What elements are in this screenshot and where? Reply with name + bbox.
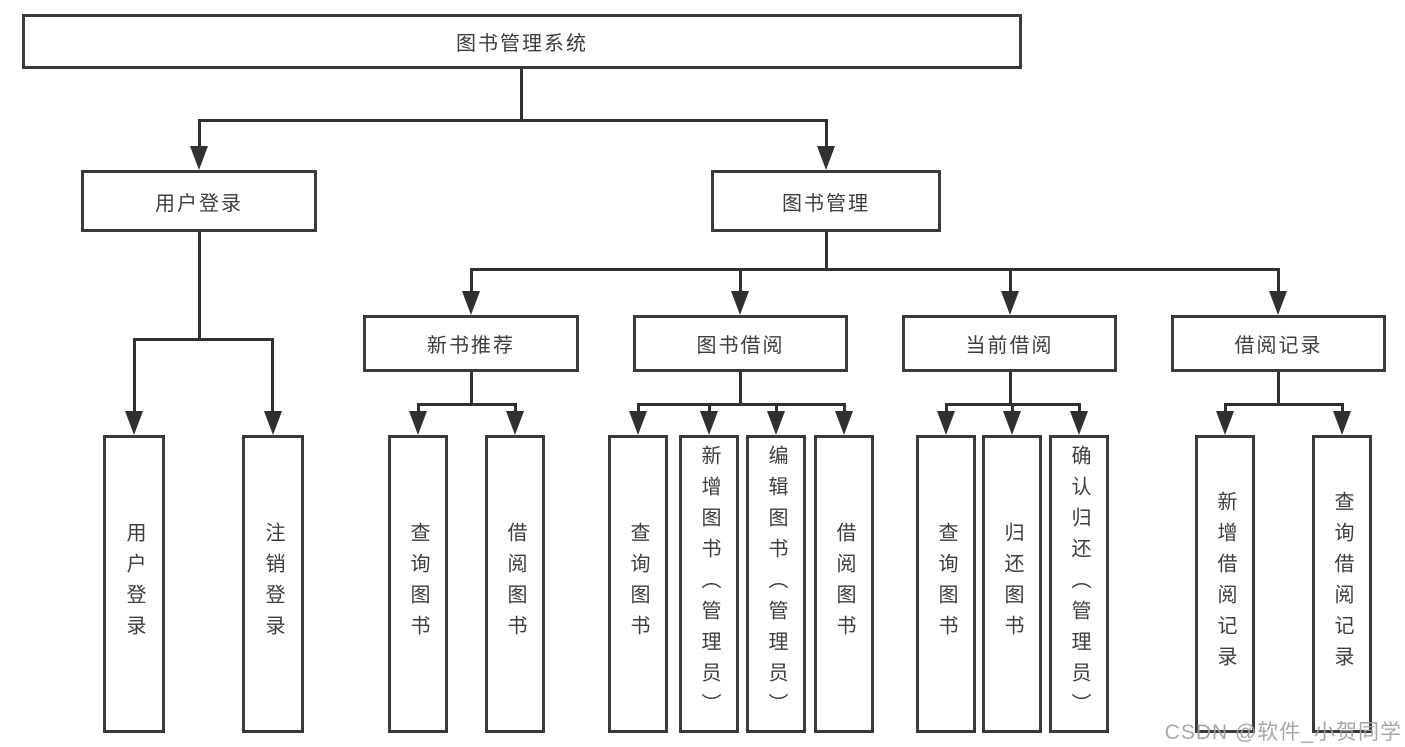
node-current-borrowing: 当前借阅 xyxy=(902,315,1117,372)
connector-stub xyxy=(1009,268,1012,292)
node-label: 图书管理 xyxy=(782,192,870,215)
connector-stem xyxy=(739,371,742,406)
arrow-down xyxy=(629,411,647,435)
arrow-down xyxy=(1070,411,1088,435)
leaf-label: 编辑图书（管理员） xyxy=(765,444,787,724)
leaf-label: 查询图书 xyxy=(627,522,649,646)
leaf-label: 借阅图书 xyxy=(833,522,855,646)
leaf-label: 用户登录 xyxy=(123,522,145,646)
arrow-down xyxy=(409,411,427,435)
connector-stub xyxy=(637,403,640,413)
arrow-down xyxy=(1333,411,1351,435)
leaf-query-books-borrowing: 查询图书 xyxy=(608,435,668,733)
node-label: 新书推荐 xyxy=(427,335,515,357)
leaf-logout: 注销登录 xyxy=(242,435,304,733)
leaf-label: 查询图书 xyxy=(407,522,429,646)
connector-stem xyxy=(470,371,473,406)
arrow-down xyxy=(817,146,835,170)
connector-stub xyxy=(198,119,201,149)
arrow-down xyxy=(125,411,143,435)
arrow-down xyxy=(506,411,524,435)
connector-stub xyxy=(775,403,778,413)
node-root-library-management-system: 图书管理系统 xyxy=(22,14,1022,69)
connector-stub xyxy=(825,119,828,149)
connector-root-rail xyxy=(198,119,828,122)
connector-stub xyxy=(708,403,711,413)
connector-stub xyxy=(1011,403,1014,413)
node-borrowing-records: 借阅记录 xyxy=(1171,315,1386,372)
node-label: 当前借阅 xyxy=(965,335,1054,357)
leaf-label: 查询借阅记录 xyxy=(1331,491,1353,677)
node-label: 图书管理系统 xyxy=(456,33,588,55)
leaf-label: 查询图书 xyxy=(935,522,957,646)
arrow-down xyxy=(767,411,785,435)
connector-root-stem xyxy=(520,68,523,120)
connector-rail xyxy=(133,338,274,341)
leaf-label: 注销登录 xyxy=(262,522,284,646)
arrow-down xyxy=(1269,291,1287,315)
leaf-label: 新增借阅记录 xyxy=(1214,491,1236,677)
leaf-user-login: 用户登录 xyxy=(103,435,165,733)
leaf-label: 借阅图书 xyxy=(504,522,526,646)
leaf-edit-books-admin: 编辑图书（管理员） xyxy=(746,435,806,733)
node-user-login: 用户登录 xyxy=(81,170,317,232)
arrow-down xyxy=(1001,291,1019,315)
arrow-down xyxy=(731,291,749,315)
leaf-query-books-recommend: 查询图书 xyxy=(388,435,448,733)
node-book-borrowing: 图书借阅 xyxy=(633,315,848,372)
connector-stub xyxy=(514,403,517,413)
connector-stub xyxy=(271,338,274,412)
node-book-management: 图书管理 xyxy=(711,170,941,232)
connector-stem xyxy=(1009,371,1012,406)
csdn-watermark: CSDN @软件_小贺同学 xyxy=(1164,721,1402,744)
leaf-borrow-books: 借阅图书 xyxy=(814,435,874,733)
leaf-query-books-current: 查询图书 xyxy=(916,435,976,733)
arrow-down xyxy=(700,411,718,435)
connector-stub xyxy=(1341,403,1344,413)
arrow-down xyxy=(190,146,208,170)
connector-stub xyxy=(843,403,846,413)
arrow-down xyxy=(937,411,955,435)
connector-stub xyxy=(417,403,420,413)
connector-stem xyxy=(825,231,828,271)
leaf-return-books: 归还图书 xyxy=(982,435,1042,733)
leaf-label: 新增图书（管理员） xyxy=(698,444,720,724)
connector-stub xyxy=(1277,268,1280,292)
arrow-down xyxy=(1003,411,1021,435)
connector-stem xyxy=(198,231,201,340)
connector-rail xyxy=(417,403,517,406)
leaf-query-borrow-record: 查询借阅记录 xyxy=(1312,435,1372,733)
leaf-borrow-books-recommend: 借阅图书 xyxy=(485,435,545,733)
node-new-book-recommendation: 新书推荐 xyxy=(363,315,579,372)
leaf-label: 确认归还（管理员） xyxy=(1068,444,1090,724)
connector-stub xyxy=(945,403,948,413)
node-label: 用户登录 xyxy=(155,192,243,215)
arrow-down xyxy=(1216,411,1234,435)
connector-rail xyxy=(1224,403,1344,406)
arrow-down xyxy=(835,411,853,435)
connector-stub xyxy=(470,268,473,292)
connector-stub xyxy=(1078,403,1081,413)
connector-stub xyxy=(1224,403,1227,413)
leaf-label: 归还图书 xyxy=(1001,522,1023,646)
arrow-down xyxy=(264,411,282,435)
arrow-down xyxy=(462,291,480,315)
leaf-add-borrow-record: 新增借阅记录 xyxy=(1195,435,1255,733)
connector-stub xyxy=(739,268,742,292)
connector-rail xyxy=(470,268,1280,271)
leaf-confirm-return-admin: 确认归还（管理员） xyxy=(1049,435,1109,733)
connector-rail xyxy=(637,403,845,406)
node-label: 借阅记录 xyxy=(1234,335,1323,357)
node-label: 图书借阅 xyxy=(696,335,785,357)
leaf-add-books-admin: 新增图书（管理员） xyxy=(679,435,739,733)
connector-stub xyxy=(133,338,136,412)
connector-stem xyxy=(1277,371,1280,406)
